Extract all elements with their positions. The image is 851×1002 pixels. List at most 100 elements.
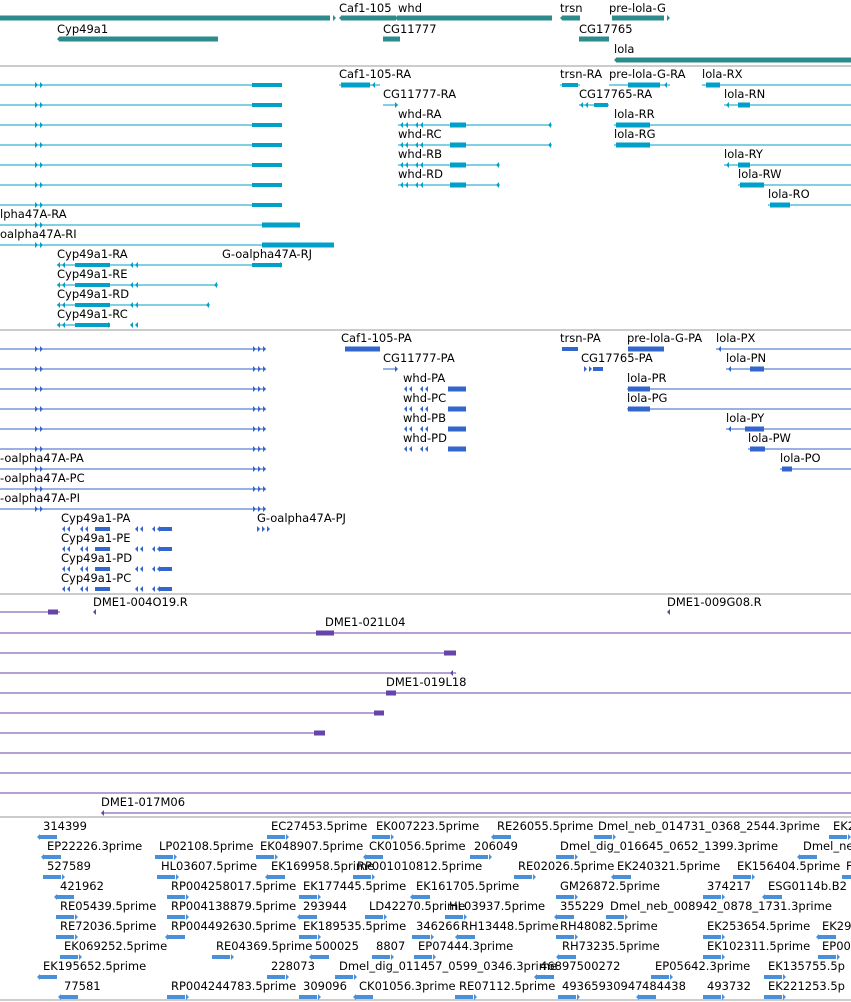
feature-label: trsn-RA	[560, 67, 602, 81]
strand-arrow-left	[62, 322, 65, 328]
feature-label: pre-lola-G	[609, 1, 666, 15]
feature-label: DME1-021L04	[325, 615, 406, 629]
strand-arrow-right	[253, 506, 256, 512]
feature-label: 314399	[43, 819, 87, 833]
strand-arrow-left	[450, 670, 453, 676]
strand-arrow-right	[474, 994, 477, 1000]
feature-label: lpha47A-RA	[0, 207, 67, 221]
feature-label: CK01056.5prime	[369, 839, 466, 853]
exon-block	[345, 346, 380, 352]
strand-arrow-right	[35, 102, 38, 108]
est-feature	[365, 915, 383, 919]
feature-label: EP07444.3prime	[418, 939, 513, 953]
feature-label: whd-PA	[403, 371, 445, 385]
est-feature	[493, 835, 511, 839]
strand-arrow-right	[722, 954, 725, 960]
strand-arrow-right	[722, 894, 725, 900]
est-feature	[558, 995, 576, 999]
exon-block	[448, 386, 466, 392]
feature-label: whd-RC	[398, 127, 442, 141]
feature-label: Dmel_dig_016645_0652_1399.3prime	[560, 839, 778, 853]
exon-block	[75, 283, 110, 287]
est-feature	[613, 875, 631, 879]
est-feature	[594, 835, 612, 839]
exon-block	[745, 426, 764, 432]
strand-arrow-left	[425, 446, 428, 452]
strand-arrow-left	[309, 954, 312, 960]
feature-label: lola-PR	[627, 371, 667, 385]
strand-arrow-right	[258, 506, 261, 512]
feature-label: EK2	[833, 819, 851, 833]
strand-arrow-left	[353, 994, 356, 1000]
est-feature	[256, 855, 274, 859]
feature-label: Cyp49a1-RA	[57, 247, 128, 261]
feature-label: 228073	[271, 959, 315, 973]
feature-label: EK240321.5prime	[617, 859, 720, 873]
feature-label: CG11777-RA	[383, 87, 456, 101]
est-feature	[514, 875, 532, 879]
strand-arrow-left	[58, 994, 61, 1000]
feature-label: Cyp49a1-RD	[57, 287, 129, 301]
feature-label: CG17765	[579, 22, 633, 36]
strand-arrow-right	[258, 446, 261, 452]
strand-arrow-right	[253, 446, 256, 452]
est-feature	[412, 935, 430, 939]
feature-label: lola-PG	[627, 391, 667, 405]
feature-label: DME1-019L18	[386, 675, 467, 689]
feature-label: trsn-PA	[560, 331, 601, 345]
strand-arrow-right	[783, 994, 786, 1000]
strand-arrow-left	[491, 834, 494, 840]
feature-label: Dmel_ne	[803, 839, 851, 853]
exon-block	[444, 650, 456, 656]
feature-label: oalpha47A-RI	[0, 227, 77, 241]
strand-arrow-right	[464, 914, 467, 920]
strand-arrow-right	[667, 15, 670, 21]
feature-label: lola-PN	[726, 351, 766, 365]
strand-arrow-left	[420, 406, 423, 412]
feature-label: RE05439.5prime	[60, 899, 156, 913]
gene-bar	[383, 36, 400, 42]
strand-arrow-right	[584, 366, 587, 372]
strand-arrow-right	[253, 486, 256, 492]
strand-arrow-right	[372, 874, 375, 880]
feature-label: CG11777	[383, 22, 437, 36]
est-feature	[167, 895, 185, 899]
strand-arrow-right	[258, 366, 261, 372]
feature-label: RP004492630.5prime	[171, 919, 296, 933]
feature-label: G-oalpha47A-RJ	[222, 247, 312, 261]
strand-arrow-right	[263, 386, 266, 392]
strand-arrow-left	[62, 282, 65, 288]
strand-arrow-left	[206, 302, 209, 308]
feature-label: 484438	[642, 979, 686, 993]
strand-arrow-right	[258, 346, 261, 352]
feature-label: EK161705.5prime	[416, 879, 519, 893]
feature-label: Cyp49a1-RC	[57, 307, 128, 321]
strand-arrow-right	[395, 366, 398, 372]
strand-arrow-right	[253, 386, 256, 392]
strand-arrow-left	[762, 894, 765, 900]
strand-arrow-right	[258, 426, 261, 432]
exon-block	[594, 103, 608, 107]
strand-arrow-left	[152, 546, 155, 552]
feature-label: lola-PW	[748, 431, 791, 445]
exon-block	[252, 143, 282, 147]
exon-block	[593, 367, 603, 371]
feature-label: lola-PO	[780, 451, 821, 465]
strand-arrow-right	[391, 834, 394, 840]
est-feature	[372, 835, 390, 839]
est-feature	[556, 915, 574, 919]
est-feature	[703, 935, 721, 939]
strand-arrow-left	[214, 282, 217, 288]
feature-label: RP004244783.5prime	[171, 979, 296, 993]
exon-block	[75, 263, 110, 267]
strand-arrow-left	[400, 182, 403, 188]
feature-label: 421962	[60, 879, 104, 893]
strand-arrow-right	[186, 894, 189, 900]
exon-block	[616, 122, 650, 128]
strand-arrow-left	[135, 262, 138, 268]
exon-block	[95, 527, 110, 531]
strand-arrow-right	[40, 386, 43, 392]
feature-label: LD42270.5prime	[369, 899, 465, 913]
feature-label: EK102311.5prime	[707, 939, 810, 953]
